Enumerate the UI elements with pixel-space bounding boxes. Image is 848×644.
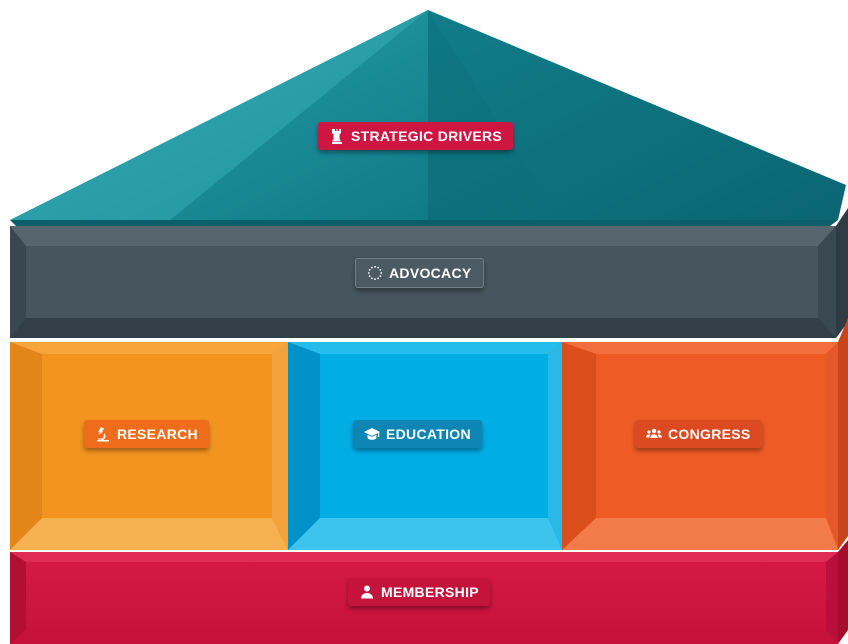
congress-text: CONGRESS: [668, 426, 751, 442]
microscope-icon: [95, 426, 111, 442]
strategic-drivers-text: STRATEGIC DRIVERS: [351, 128, 503, 144]
chess-rook-icon: [329, 128, 345, 144]
congress-label[interactable]: CONGRESS: [635, 420, 762, 448]
pillar-research: [10, 342, 288, 550]
roof: [10, 10, 846, 226]
education-label[interactable]: EDUCATION: [353, 420, 482, 448]
user-icon: [359, 584, 375, 600]
advocacy-label[interactable]: ADVOCACY: [355, 258, 484, 288]
group-users-icon: [646, 426, 662, 442]
research-label[interactable]: RESEARCH: [84, 420, 209, 448]
research-text: RESEARCH: [117, 426, 198, 442]
education-text: EDUCATION: [386, 426, 471, 442]
strategic-drivers-label[interactable]: STRATEGIC DRIVERS: [318, 122, 514, 150]
membership-text: MEMBERSHIP: [381, 584, 479, 600]
advocacy-text: ADVOCACY: [389, 265, 472, 281]
eu-stars-circle-icon: [367, 265, 383, 281]
graduation-cap-icon: [364, 426, 380, 442]
membership-label[interactable]: MEMBERSHIP: [348, 578, 490, 606]
